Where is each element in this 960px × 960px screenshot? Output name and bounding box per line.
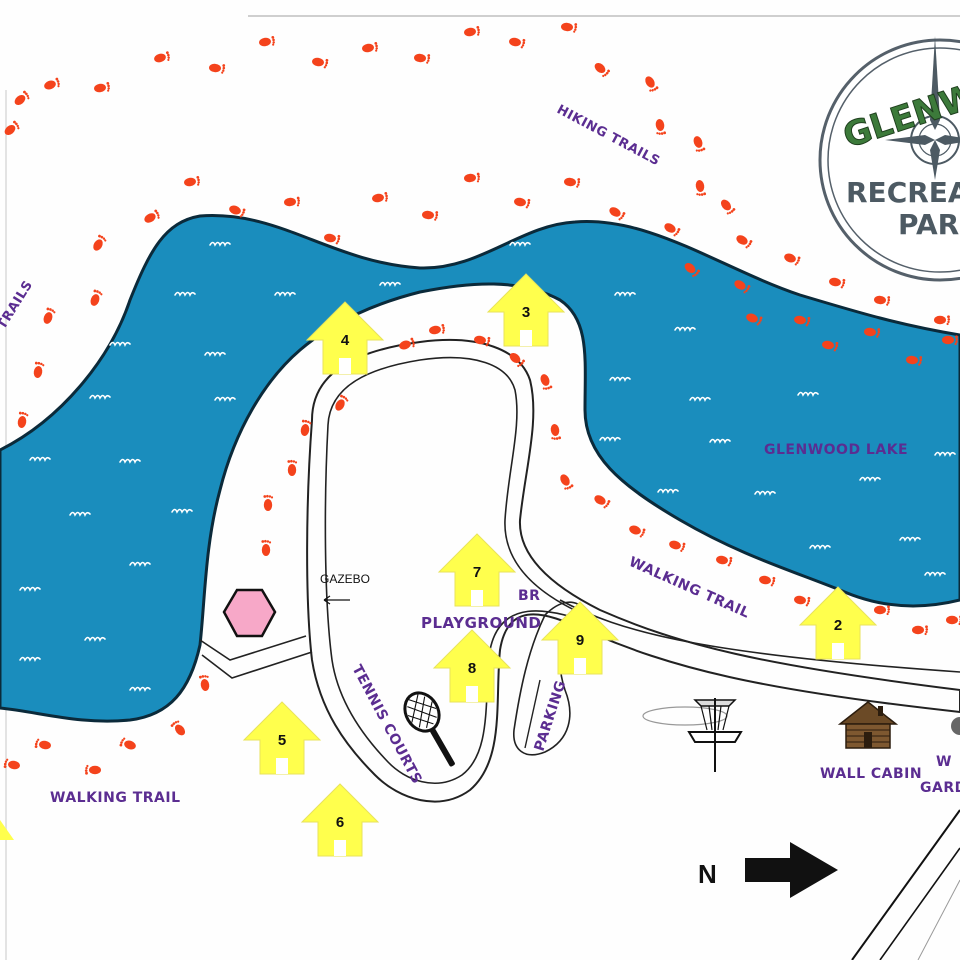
gazebo-path <box>201 651 313 679</box>
gazebo-path-edge <box>199 635 307 661</box>
pavilion-9-number: 9 <box>576 632 584 649</box>
pavilion-3[interactable]: 3 <box>487 273 565 347</box>
walking-trail-label-right: WALKING TRAIL <box>626 554 752 622</box>
tennis-racket-icon <box>403 691 455 767</box>
pavilion-3-number: 3 <box>522 304 530 321</box>
garden-icon-partial <box>951 717 960 735</box>
glenwood-lake <box>0 214 960 723</box>
compass-rose-icon <box>885 36 960 180</box>
pavilion-5-number: 5 <box>278 732 286 749</box>
logo-line-2: PAR <box>898 208 959 241</box>
park-loop-road <box>306 338 960 803</box>
pavilion-7-number: 7 <box>473 564 481 581</box>
pavilion-8[interactable]: 8 <box>433 629 511 703</box>
pavilion-4[interactable]: 4 <box>306 301 384 375</box>
pavilion-7[interactable]: 7 <box>438 533 516 607</box>
main-road-inner-edge <box>559 599 960 673</box>
pavilion-8-number: 8 <box>468 660 476 677</box>
gazebo-pointer-arrow <box>323 595 350 605</box>
pavilion-9[interactable]: 9 <box>541 601 619 675</box>
garden-label-partial-1: W <box>936 754 952 770</box>
north-label: N <box>698 859 717 889</box>
pavilion-5[interactable]: 5 <box>243 701 321 775</box>
wall-cabin-label: WALL CABIN <box>820 766 922 782</box>
road-edge-bottom-right <box>851 809 960 960</box>
pavilion-2-number: 2 <box>834 617 842 634</box>
disc-golf-basket-icon <box>642 698 743 772</box>
park-logo: GLENW RECREAT PAR <box>818 36 960 282</box>
pavilion-6-number: 6 <box>336 814 344 831</box>
gazebo-label: GAZEBO <box>320 572 370 586</box>
log-cabin-icon <box>837 701 899 749</box>
logo-line-1: RECREAT <box>846 176 960 209</box>
playground-label: PLAYGROUND <box>421 614 541 632</box>
pavilion-2[interactable]: 2 <box>799 586 877 660</box>
road-edge-bottom-right-2 <box>879 847 960 960</box>
walking-trail-label-left: WALKING TRAIL <box>50 790 181 806</box>
pavilion-4-number: 4 <box>341 332 350 349</box>
pavilion-6[interactable]: 6 <box>301 783 379 857</box>
parking-divider <box>524 679 541 749</box>
glenwood-lake-label: GLENWOOD LAKE <box>764 442 908 458</box>
north-arrow-icon <box>745 842 838 898</box>
hiking-trails-label: HIKING TRAILS <box>554 102 662 169</box>
garden-label-partial-2: GARD <box>920 780 960 796</box>
gazebo-icon[interactable] <box>222 588 277 638</box>
br-label: BR <box>518 588 540 604</box>
park-loop-road-inner <box>324 356 599 784</box>
pavilion-partial-left <box>0 820 14 840</box>
road-edge-bottom-right-3 <box>917 879 960 960</box>
